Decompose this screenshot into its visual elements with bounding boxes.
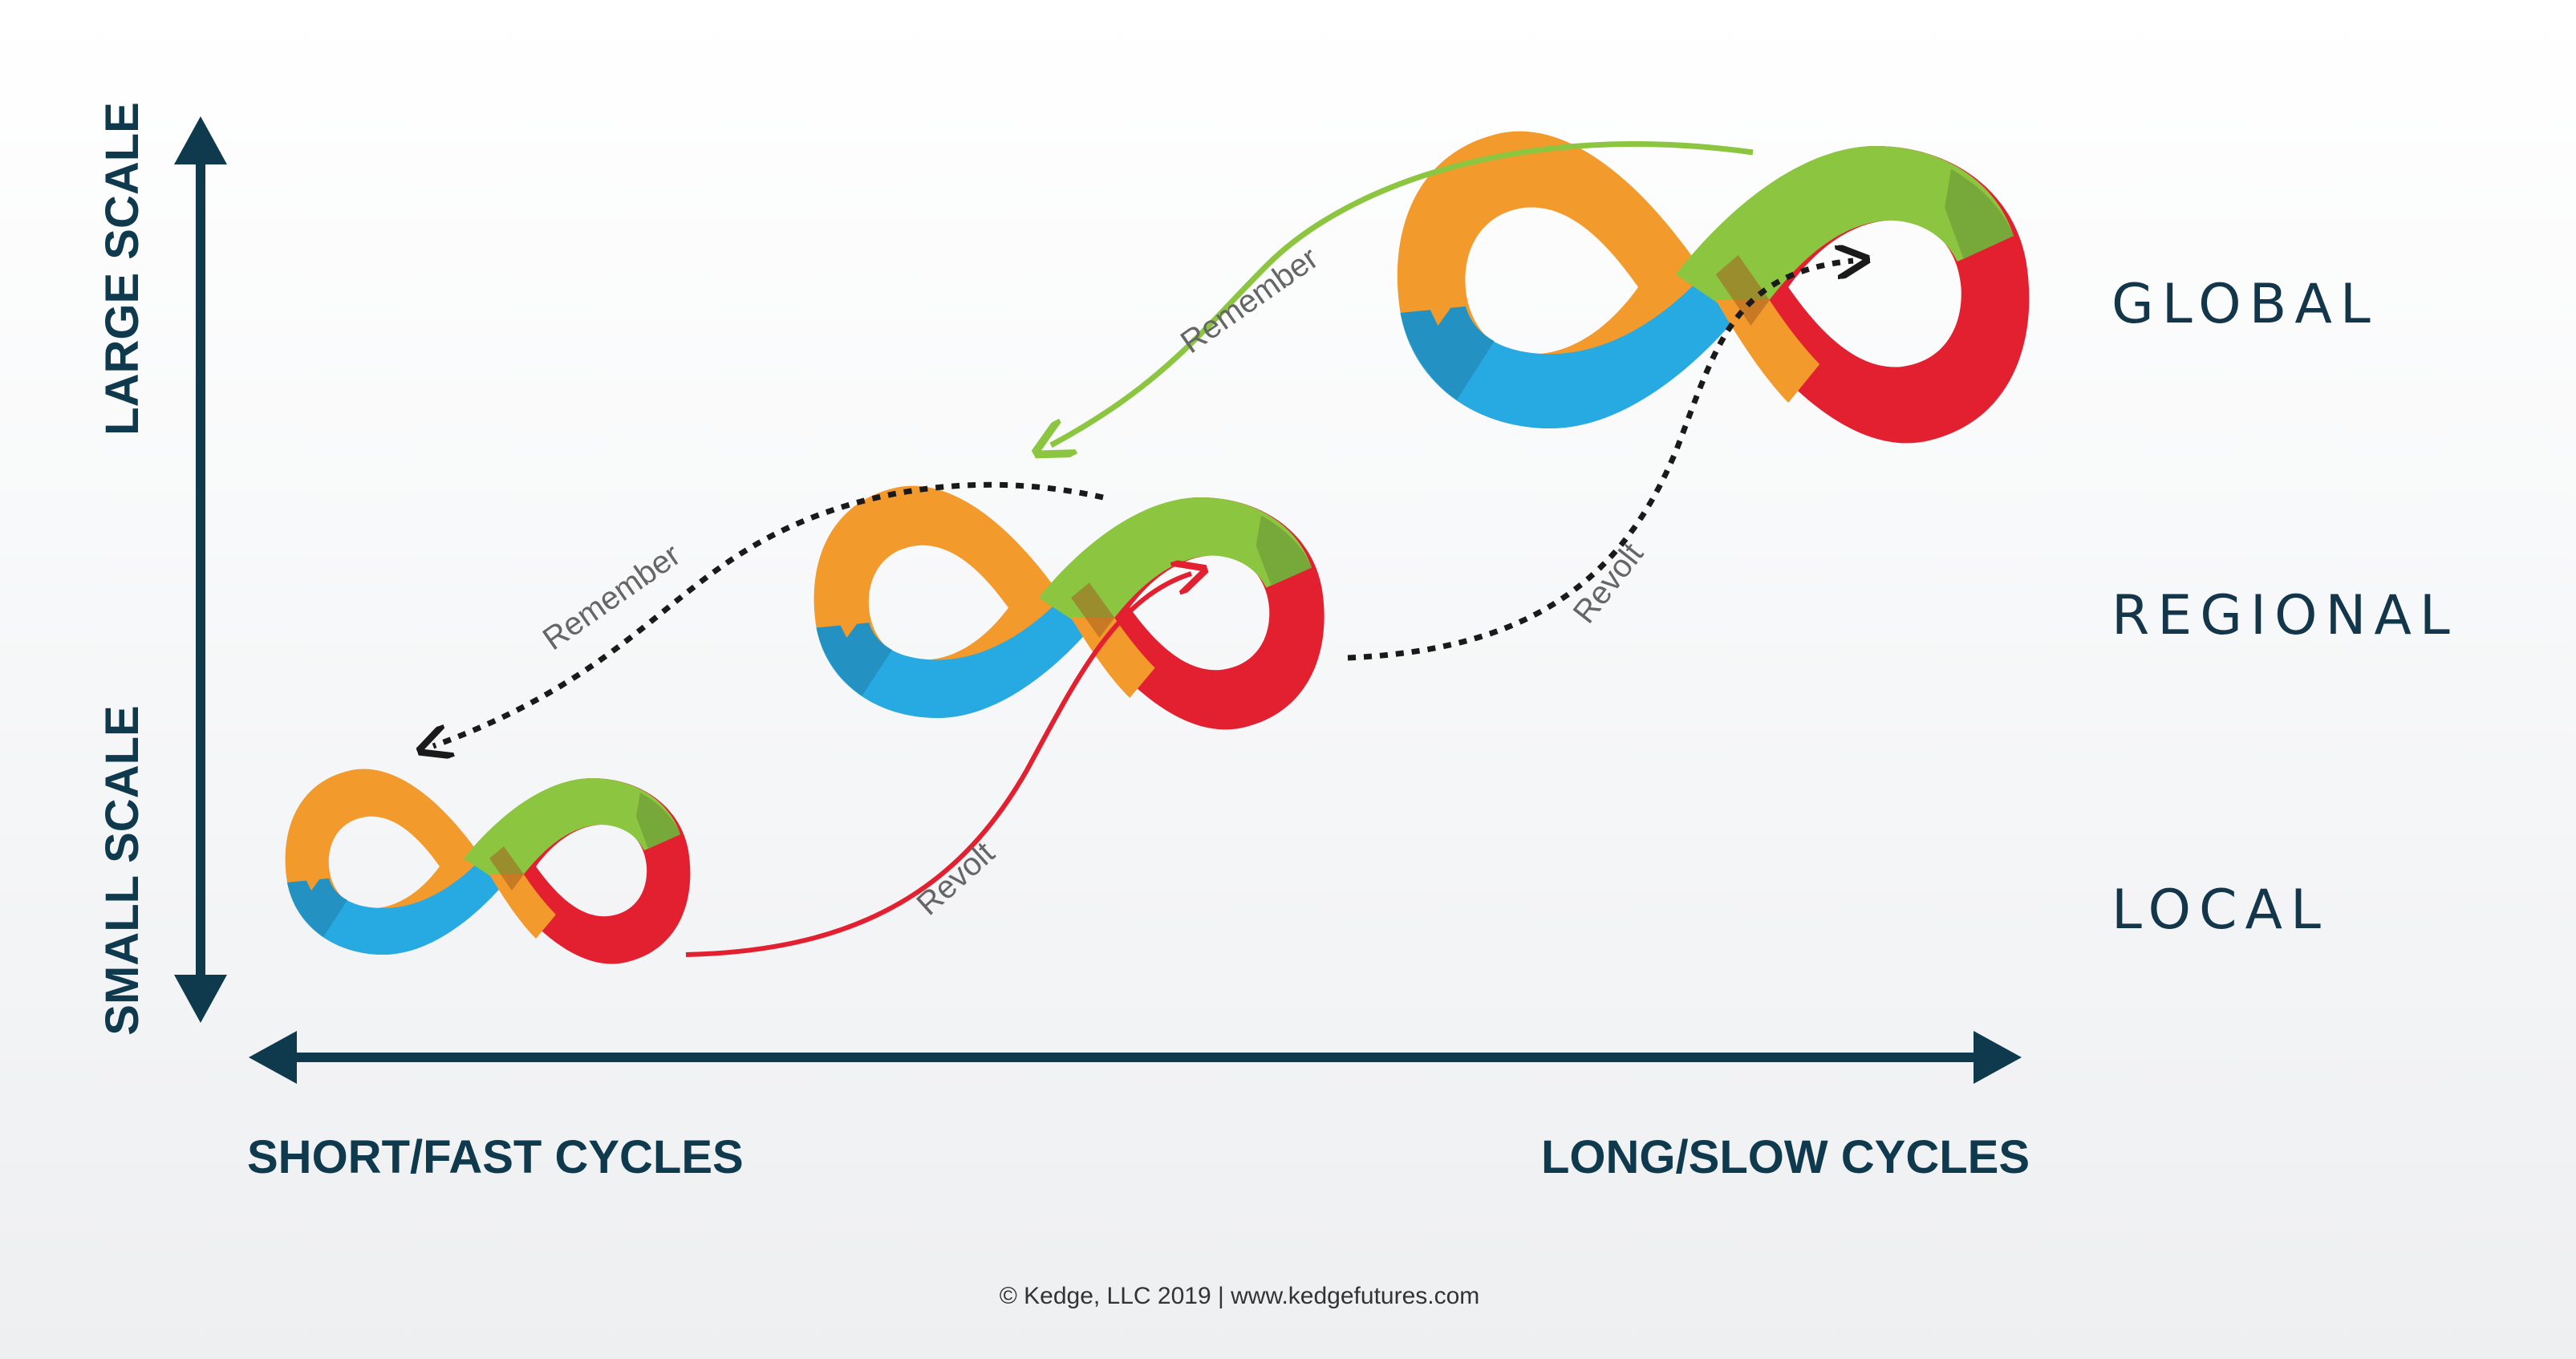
revolt-arrow-local-regional: [685, 574, 1191, 957]
horizontal-axis: [249, 1031, 2022, 1084]
footer-copyright: © Kedge, LLC 2019 | www.kedgefutures.com: [1000, 1283, 1480, 1309]
arrow-left-icon: [249, 1031, 297, 1084]
vertical-axis: [174, 116, 227, 1023]
horizontal-left-label: SHORT/FAST CYCLES: [247, 1131, 744, 1183]
level-label-regional: REGIONAL: [2112, 584, 2458, 647]
remember-arrow-global-regional: [1051, 141, 1754, 445]
level-label-global: GLOBAL: [2112, 273, 2379, 336]
level-label-local: LOCAL: [2112, 878, 2329, 942]
arrow-down-icon: [174, 975, 227, 1023]
remember-arrow-regional-local: [433, 481, 1104, 746]
vertical-bottom-label: SMALL SCALE: [96, 705, 148, 1035]
arrow-right-icon: [1974, 1031, 2022, 1084]
revolt-arrow-regional-global: [1347, 261, 1853, 661]
arrow-up-icon: [174, 116, 227, 164]
horizontal-right-label: LONG/SLOW CYCLES: [1541, 1131, 2030, 1183]
vertical-top-label: LARGE SCALE: [96, 102, 148, 436]
